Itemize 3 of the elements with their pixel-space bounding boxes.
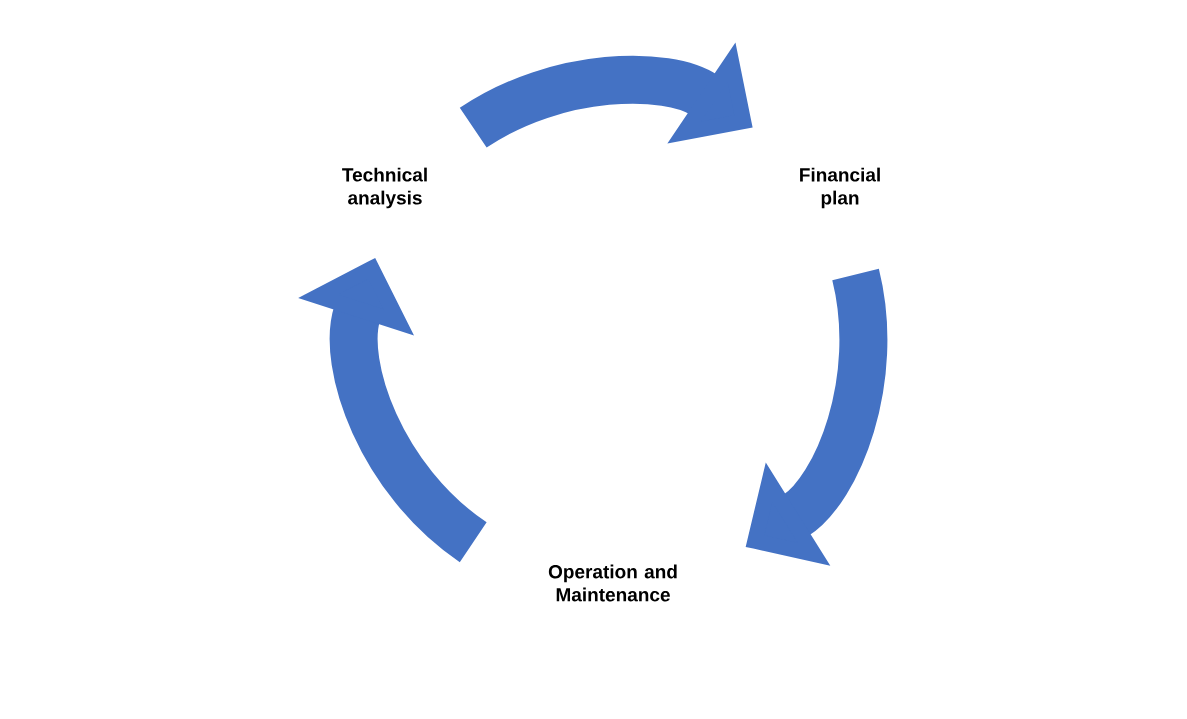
- node-label: Technical analysis: [342, 167, 427, 209]
- node-label: Financial plan: [800, 167, 880, 209]
- node-label: Operation and Maintenance: [548, 564, 677, 602]
